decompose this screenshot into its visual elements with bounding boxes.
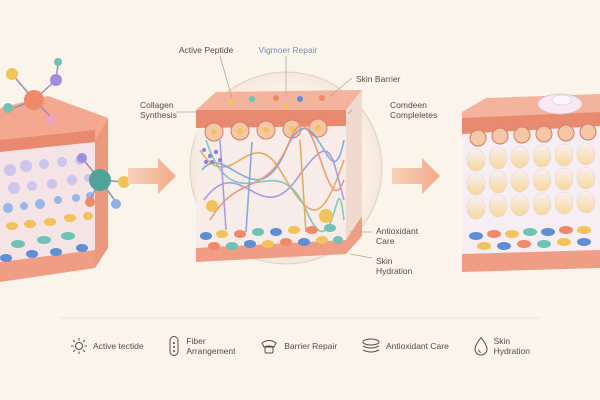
legend-item-barrier-repair: Barrier Repair xyxy=(259,336,337,356)
label-vigmoer-repair: Vigmoer Repair xyxy=(258,45,318,55)
legend-label: Fiber Arrangement xyxy=(186,336,236,356)
transition-arrow-1 xyxy=(128,158,176,194)
legend-item-skin-hydration: Skin Hydration xyxy=(473,336,530,356)
legend-label: Skin Hydration xyxy=(493,336,530,356)
legend: Active tectide Fiber Arrangement Barrier… xyxy=(70,326,530,366)
legend-item-active-tectide: Active tectide xyxy=(70,337,144,355)
sun-icon xyxy=(71,338,87,354)
damaged-skin-block xyxy=(0,58,130,282)
legend-item-antioxidant-care: Antioxidant Care xyxy=(361,337,449,355)
droplet-icon xyxy=(474,336,488,356)
label-skin-barrier: Skin Barrier xyxy=(356,74,401,84)
label-antioxidant-care: Antioxidant Care xyxy=(376,226,419,246)
label-collagen-synthesis: Collagen Synthesis xyxy=(140,100,177,120)
capsule-icon xyxy=(169,336,179,356)
barrier-icon xyxy=(261,340,277,354)
layers-icon xyxy=(362,338,380,353)
legend-label: Barrier Repair xyxy=(284,341,338,351)
legend-item-fiber-arrangement: Fiber Arrangement xyxy=(167,335,235,357)
label-active-peptide: Active Peptide xyxy=(178,45,234,55)
repair-skin-block xyxy=(176,55,383,265)
transition-arrow-2 xyxy=(392,158,440,194)
restored-skin-block xyxy=(462,93,600,272)
legend-label: Active tectide xyxy=(93,341,144,351)
hydrated-cell-grid xyxy=(466,142,596,220)
label-comdeen-completes: Comdeen Compleletes xyxy=(390,100,438,120)
label-skin-hydration: Skin Hydration xyxy=(376,256,413,276)
legend-label: Antioxidant Care xyxy=(385,341,449,351)
